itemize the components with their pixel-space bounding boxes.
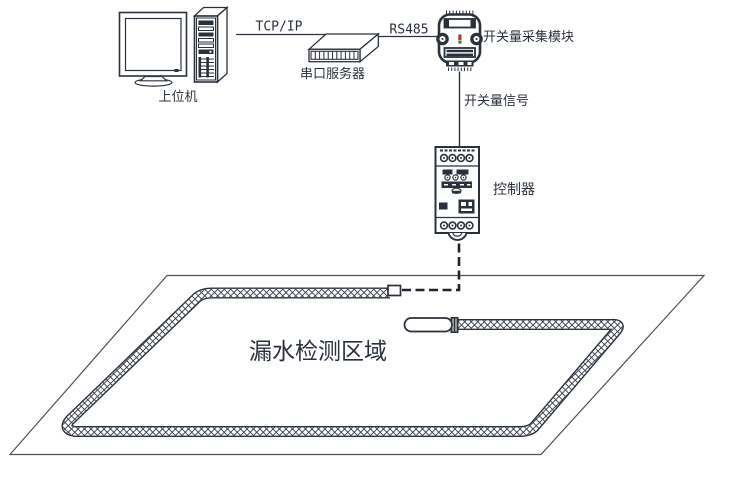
cable-terminator xyxy=(403,317,459,333)
monitor-stand xyxy=(139,75,168,82)
serial-server-label: 串口服务器 xyxy=(300,66,365,82)
rs485-label: RS485 xyxy=(389,23,428,38)
controller-status-led xyxy=(439,202,448,210)
leak-sensing-cable xyxy=(61,287,624,437)
controller-icon xyxy=(434,146,480,241)
terminator-crimp xyxy=(450,317,459,333)
cable-lead-connector xyxy=(387,284,402,297)
module-led-green xyxy=(458,40,462,44)
terminator-capsule xyxy=(403,317,453,333)
controller-socket xyxy=(458,199,475,214)
controller-to-cable-link xyxy=(400,243,461,292)
controller-bottom-terminals xyxy=(439,221,474,230)
leak-area-label: 漏水检测区域 xyxy=(249,339,387,365)
serial-server-icon xyxy=(307,32,381,64)
host-computer-label: 上位机 xyxy=(158,90,197,105)
monitor-power-button xyxy=(174,69,179,72)
di-signal-label: 开关量信号 xyxy=(464,94,529,109)
monitor-screen xyxy=(124,17,182,72)
module-bottom-terminal xyxy=(443,47,476,58)
controller-faceplate xyxy=(441,169,472,194)
controller-io-section xyxy=(439,199,475,214)
server-port-row xyxy=(310,50,359,60)
leak-area: 漏水检测区域 xyxy=(8,274,706,456)
controller-label: 控制器 xyxy=(493,182,535,198)
host-computer-icon xyxy=(118,6,229,87)
tower-front-frame xyxy=(196,17,216,81)
controller-top-terminals xyxy=(439,153,474,163)
module-led-red xyxy=(458,34,462,40)
module-top-terminal xyxy=(443,18,476,29)
di-module-label: 开关量采集模块 xyxy=(483,29,574,45)
server-front xyxy=(308,48,361,63)
tower-side xyxy=(216,6,228,84)
module-bottom-pins xyxy=(448,67,472,71)
tcpip-label: TCP/IP xyxy=(256,20,303,35)
tower-front xyxy=(193,15,219,83)
module-top-pins xyxy=(446,10,474,14)
di-module-icon xyxy=(436,10,483,71)
